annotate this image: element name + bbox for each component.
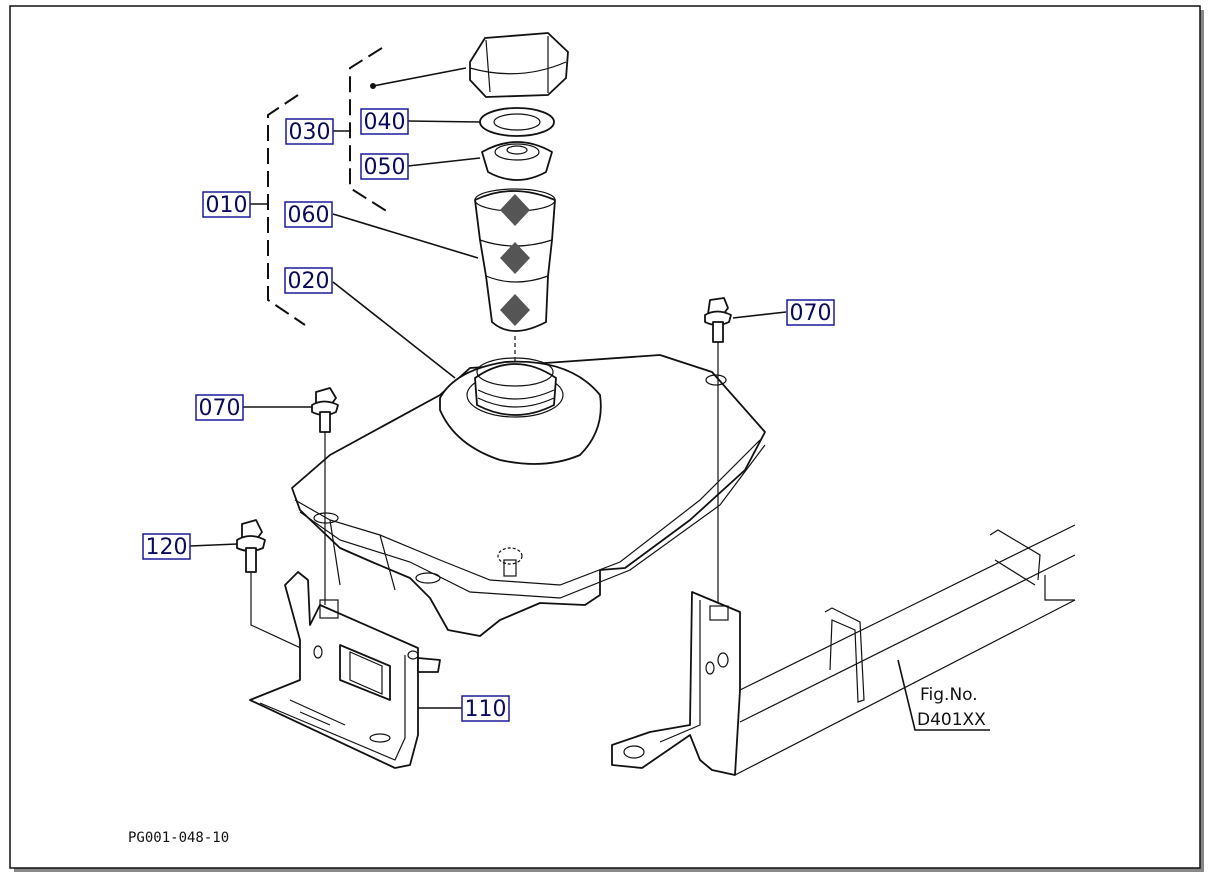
svg-text:050: 050 [364, 155, 406, 180]
svg-text:030: 030 [289, 120, 331, 145]
fig-ref-number[interactable]: D401XX [917, 710, 986, 730]
mower-frame [611, 524, 1076, 776]
fuel-strainer [474, 188, 556, 332]
leader-060 [332, 213, 479, 259]
bolt-120 [236, 519, 266, 573]
gasket-ring [479, 107, 555, 137]
fig-ref-label[interactable]: Fig.No. [920, 685, 978, 705]
svg-text:120: 120 [146, 535, 188, 560]
bracket [249, 571, 441, 769]
callout-030[interactable]: 030 [285, 118, 334, 145]
callout-010[interactable]: 010 [202, 191, 251, 218]
drawing-code: PG001-048-10 [128, 830, 229, 846]
callout-040[interactable]: 040 [360, 108, 409, 135]
leader-fig-ref [897, 659, 990, 731]
svg-text:040: 040 [364, 110, 406, 135]
fuel-tank [291, 354, 766, 637]
svg-text:070: 070 [199, 396, 241, 421]
callout-020[interactable]: 020 [284, 267, 333, 294]
svg-text:110: 110 [465, 697, 507, 722]
group-bracket-030 [349, 47, 389, 213]
svg-text:020: 020 [288, 269, 330, 294]
callout-070-right[interactable]: 070 [786, 299, 835, 326]
leader-020 [332, 281, 456, 379]
leader-cap [372, 67, 467, 87]
callout-060[interactable]: 060 [284, 201, 333, 228]
callout-120[interactable]: 120 [142, 533, 191, 560]
leader-050 [407, 157, 481, 167]
svg-text:010: 010 [206, 193, 248, 218]
leader-040 [407, 120, 481, 123]
svg-text:060: 060 [288, 203, 330, 228]
leader-120 [189, 543, 238, 547]
group-bracket-010 [267, 94, 306, 326]
bolt-070-right [704, 297, 732, 343]
cap-insert [481, 141, 553, 181]
fuel-cap [469, 32, 569, 98]
callout-050[interactable]: 050 [360, 153, 409, 180]
callout-110[interactable]: 110 [461, 695, 510, 722]
callout-070-left[interactable]: 070 [195, 394, 244, 421]
svg-text:070: 070 [790, 301, 832, 326]
leader-070-right [732, 311, 787, 319]
bolt-070-left [311, 387, 339, 433]
